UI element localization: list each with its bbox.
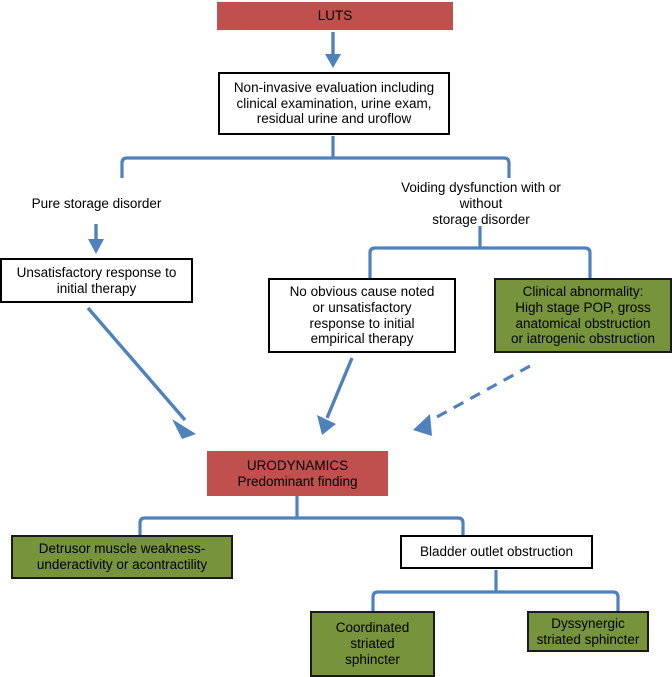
node-detrusor-weakness[interactable]: Detrusor muscle weakness- underactivity …: [11, 535, 233, 579]
node-bladder-outlet-obstruction[interactable]: Bladder outlet obstruction: [400, 535, 593, 569]
split-bracket-voiding: [368, 226, 592, 278]
arrow-unsatisfactory-to-urodynamics: [86, 306, 196, 439]
node-luts[interactable]: LUTS: [217, 2, 453, 30]
node-urodynamics[interactable]: URODYNAMICS Predominant finding: [207, 451, 388, 496]
split-bracket-primary: [120, 136, 511, 178]
arrow-luts-to-noninvasive: [325, 32, 341, 68]
node-unsatisfactory-response[interactable]: Unsatisfactory response to initial thera…: [0, 258, 193, 303]
node-dyssynergic-striated-sphincter[interactable]: Dyssynergic striated sphincter: [527, 611, 649, 652]
label-pure-storage-disorder: Pure storage disorder: [31, 196, 162, 211]
node-coordinated-striated-sphincter[interactable]: Coordinated striated sphincter: [310, 611, 435, 677]
node-no-obvious-cause[interactable]: No obvious cause noted or unsatisfactory…: [268, 278, 456, 353]
arrow-purestorage-to-unsatisfactory: [88, 224, 104, 254]
label-voiding-dysfunction: Voiding dysfunction with or without stor…: [401, 180, 561, 228]
dashed-arrow-clinicalabnormality-to-urodynamics: [413, 364, 531, 436]
node-non-invasive-evaluation[interactable]: Non-invasive evaluation including clinic…: [218, 72, 450, 135]
node-clinical-abnormality[interactable]: Clinical abnormality: High stage POP, gr…: [494, 278, 672, 353]
arrow-noobvious-to-urodynamics: [317, 357, 354, 435]
split-bracket-sphincters: [371, 570, 620, 611]
split-bracket-urodynamics: [138, 496, 465, 536]
